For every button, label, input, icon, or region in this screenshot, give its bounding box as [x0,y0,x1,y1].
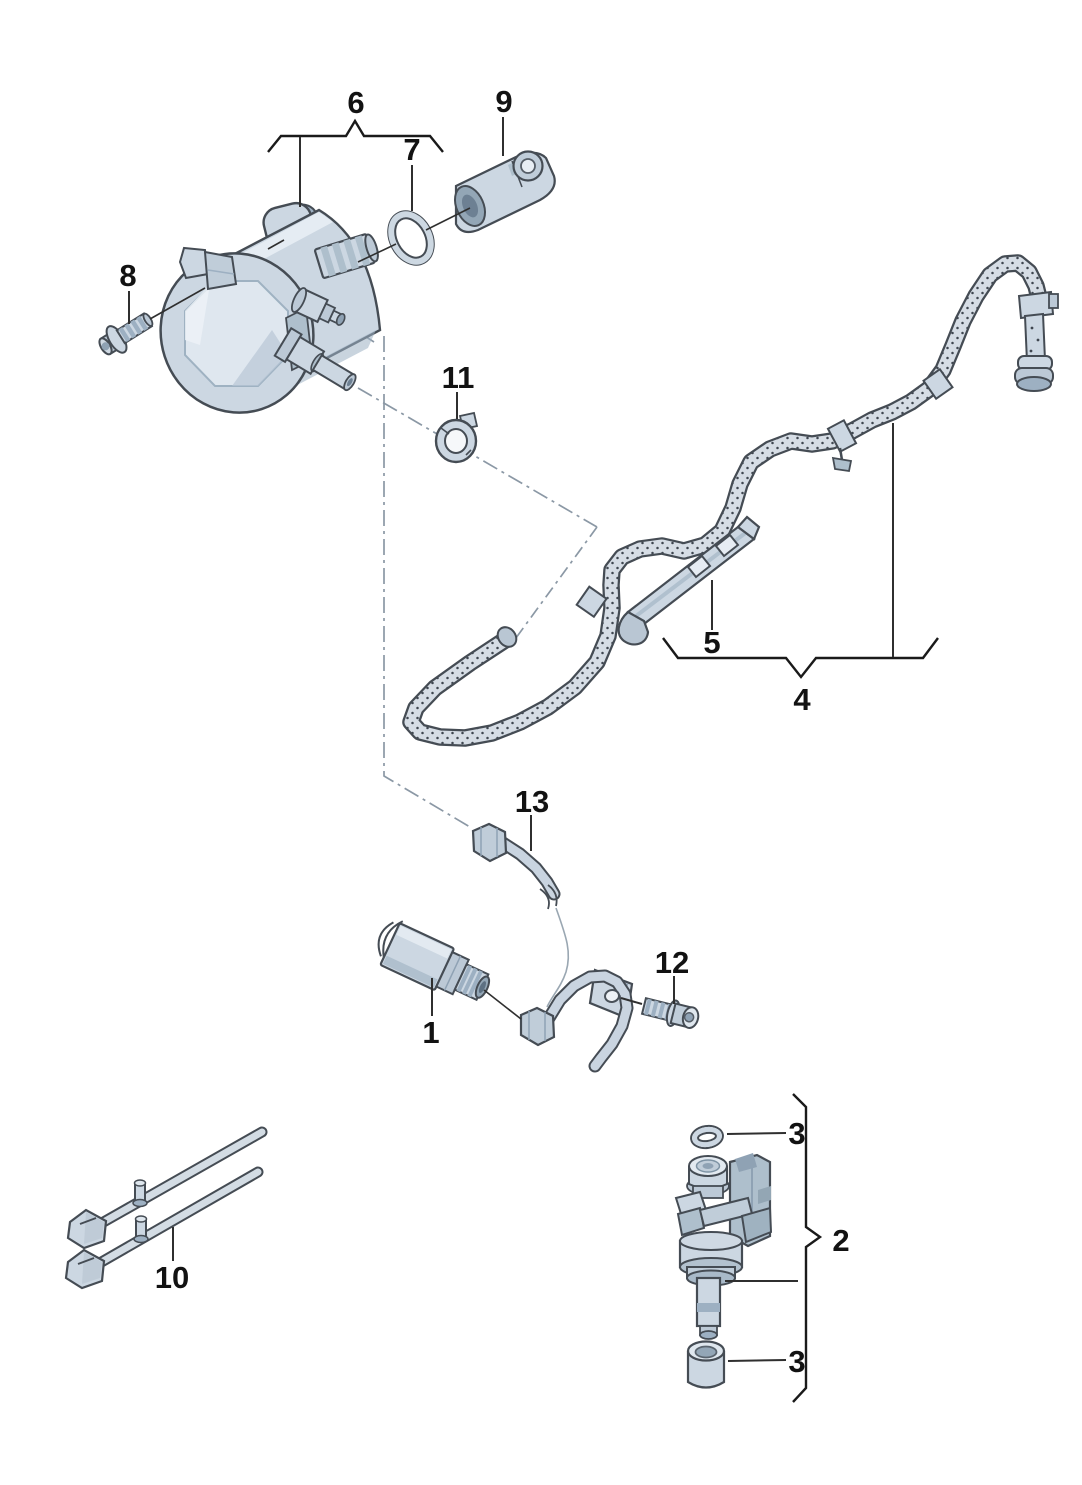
callout-4[interactable]: 4 [793,682,811,717]
clamp-11 [434,411,479,464]
leader-eye-to-bolt-12 [620,997,643,1005]
bolt-12 [640,997,700,1029]
pump-port-b [273,326,357,392]
pipe-13-link-line [546,907,570,1008]
hose-outline [402,254,1048,747]
connector-9 [453,150,556,234]
cable-tie-head-1 [66,1208,108,1250]
pipe-nut-2 [519,1006,556,1047]
bolt-8-axis-1 [149,287,206,320]
leader-3-top [726,1132,787,1135]
bracket-tab-1 [686,554,712,579]
callout-13[interactable]: 13 [515,784,549,819]
callout-6[interactable]: 6 [347,85,364,120]
bracket-tab-2 [714,533,740,558]
pipe-segment-2 [544,971,632,1071]
callout-10[interactable]: 10 [155,1260,189,1295]
leader-union-to-nut [483,989,522,1020]
callout-2[interactable]: 2 [832,1223,849,1258]
pipe-nut-1 [471,822,508,863]
injector-body [674,1153,773,1340]
retaining-bracket-5 [617,515,761,646]
high-pressure-pump [159,201,382,414]
callout-7[interactable]: 7 [403,132,420,167]
hose-free-end-cap [496,626,518,648]
fuel-pipe-13 [471,822,634,1073]
callout-3-top[interactable]: 3 [788,1116,805,1151]
callout-1[interactable]: 1 [422,1015,439,1050]
seal-ring-7 [387,210,435,266]
callout-3-bottom[interactable]: 3 [788,1344,805,1379]
axis-line-port-b-to-junction [357,387,598,528]
cable-tie-peg-1 [132,1179,148,1208]
fuel-hose-assembly [402,254,1059,747]
bolt-8-axis-2 [267,239,285,250]
pump-port-a [290,287,346,326]
callout-8[interactable]: 8 [119,258,136,293]
brace-4 [662,637,939,679]
axis-line-junction-to-hose-end [512,526,598,643]
hose-sleeve-band-2 [922,367,954,401]
bolt-8 [98,312,154,356]
fitting-axis-2 [425,207,471,231]
cable-tie-head-2 [64,1248,106,1290]
leader-3-bottom [727,1359,787,1362]
pipe-eye-hole [604,988,620,1004]
callout-5[interactable]: 5 [703,625,720,660]
bracket-hook [617,610,650,646]
injector-oring-top [690,1124,724,1150]
hose-body [404,256,1046,745]
fitting-axis-1 [357,243,397,263]
pipe-break-mark [539,884,558,910]
injector-spacer-sleeve [686,1340,726,1389]
cable-ties-10 [64,1126,268,1290]
callout-9[interactable]: 9 [495,84,512,119]
pump-inlet-port [178,246,238,291]
hose-clip [826,418,858,473]
callout-labels: 1 2 3 3 4 5 6 7 8 9 10 11 12 13 [119,84,849,1379]
brace-6 [267,118,444,153]
callout-11[interactable]: 11 [442,360,475,395]
braces-and-leaders [128,117,939,1403]
axis-line-vertical [383,336,471,828]
hose-end-fitting [1014,290,1059,392]
connector-eye-hole [520,158,536,174]
injector-assembly [674,1124,773,1389]
brace-2 [792,1093,823,1403]
cable-tie-peg-2 [133,1215,149,1244]
bracket-end-flange [736,515,761,541]
hose-sleeve-band [575,585,608,619]
callout-12[interactable]: 12 [655,945,689,980]
union-1 [377,920,491,1002]
